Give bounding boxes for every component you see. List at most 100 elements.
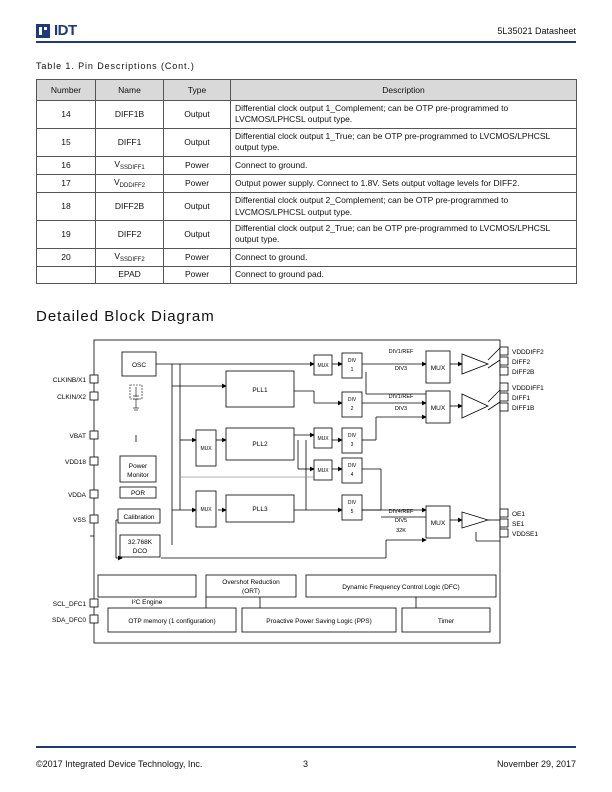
idt-logo: IDT — [36, 22, 77, 39]
mux-div3 — [313, 427, 333, 449]
otp-memory-block — [107, 607, 237, 633]
mux-se1-label: MUX — [431, 520, 446, 527]
timer-label: Timer — [438, 618, 455, 625]
signal-div1-ref-2: DIV1/REF — [389, 394, 414, 400]
pps-block — [241, 607, 397, 633]
pin-name: VSSDIFF1 — [95, 155, 164, 175]
pin-number: 17 — [36, 173, 96, 194]
signal-div3-2: DIV3 — [395, 406, 407, 412]
pin-type: Power — [163, 266, 231, 284]
pin-type: Power — [163, 247, 231, 268]
pin-vddse1: VDDSE1 — [512, 531, 538, 538]
pin-name-subscript: SSDIFF1 — [120, 164, 145, 171]
div4-number: 4 — [351, 472, 354, 478]
pin-type: Output — [163, 220, 231, 249]
pin-type: Output — [163, 192, 231, 221]
block-diagram: CLKINB/X1 CLKIN/X2 VBAT VDD18 VDDA VSS S… — [52, 339, 544, 644]
div3-number: 3 — [351, 442, 354, 448]
osc-block — [121, 351, 157, 377]
mux-div1-label: MUX — [317, 363, 329, 369]
pin-diff1: DIFF1 — [512, 395, 530, 402]
pps-label: Proactive Power Saving Logic (PPS) — [266, 618, 372, 625]
mux-diff2 — [425, 350, 451, 384]
pin-description: Connect to ground. — [230, 155, 577, 175]
dfc-label: Dynamic Frequency Control Logic (DFC) — [342, 584, 459, 591]
pin-diff2: DIFF2 — [512, 359, 530, 366]
div5-label: DIV — [348, 500, 357, 506]
pin-description: Connect to ground pad. — [230, 266, 577, 284]
column-header-name: Name — [95, 79, 164, 101]
footer-page-number: 3 — [303, 759, 309, 769]
pin-description: Connect to ground. — [230, 247, 577, 268]
mux-div3-label: MUX — [317, 436, 329, 442]
mux-diff2-label: MUX — [431, 365, 446, 372]
dfc-block — [305, 574, 497, 598]
div3-label: DIV — [348, 433, 357, 439]
pll2-label: PLL2 — [252, 441, 268, 448]
div1-block — [341, 352, 363, 379]
otp-memory-label: OTP memory (1 configuration) — [128, 618, 215, 625]
div1-label: DIV — [348, 358, 357, 364]
pin-diff1b: DIFF1B — [512, 405, 534, 412]
pin-number: 14 — [36, 100, 96, 129]
pin-type: Power — [163, 173, 231, 194]
logo-text: IDT — [54, 22, 77, 39]
mux-div1 — [313, 354, 333, 376]
div3-block — [341, 427, 363, 454]
pin-vdddiff1: VDDDIFF1 — [512, 385, 544, 392]
dco-label-2: DCO — [133, 548, 147, 555]
pin-clkinb-x1: CLKINB/X1 — [53, 377, 87, 384]
pin-name-subscript: SSDIFF2 — [120, 256, 145, 263]
pin-number — [36, 266, 96, 284]
i2c-engine-block — [97, 574, 197, 598]
footer-copyright: ©2017 Integrated Device Technology, Inc. — [36, 759, 203, 769]
signal-32k: 32K — [396, 528, 406, 534]
div5-block — [341, 494, 363, 521]
pin-vss: VSS — [73, 517, 87, 524]
dco-label-1: 32.768K — [128, 539, 153, 546]
signal-div3-1: DIV3 — [395, 366, 407, 372]
por-label: POR — [131, 490, 145, 497]
pin-name: VDDDIFF2 — [95, 173, 164, 194]
diff1-buffer — [461, 393, 489, 419]
div2-block — [341, 391, 363, 418]
pll3-block — [225, 494, 295, 523]
mux-pll2-label: MUX — [200, 446, 212, 452]
pin-number: 16 — [36, 155, 96, 175]
table-caption: Table 1. Pin Descriptions (Cont.) — [36, 61, 195, 71]
mux-pll3 — [195, 490, 217, 528]
document-title: 5L35021 Datasheet — [497, 26, 576, 36]
pin-name: DIFF2B — [95, 192, 164, 221]
power-monitor-block — [119, 455, 157, 483]
pin-vdddiff2: VDDDIFF2 — [512, 349, 544, 356]
div1-number: 1 — [351, 367, 354, 373]
pin-vdd18: VDD18 — [65, 459, 86, 466]
column-header-description: Description — [230, 79, 577, 101]
diff2-buffer — [461, 353, 490, 375]
pin-number: 20 — [36, 247, 96, 268]
pin-se1: SE1 — [512, 521, 525, 528]
div2-label: DIV — [348, 397, 357, 403]
mux-div4 — [313, 459, 333, 481]
pin-diff2b: DIFF2B — [512, 369, 534, 376]
right-pin-boxes — [499, 346, 509, 538]
se1-buffer — [461, 511, 490, 529]
ort-label-1: Overshot Reduction — [222, 579, 280, 586]
pin-name: DIFF2 — [95, 220, 164, 249]
pin-sda-dfc0: SDA_DFC0 — [52, 617, 86, 624]
mux-pll2 — [195, 429, 217, 467]
pin-description: Differential clock output 2_Complement; … — [230, 192, 577, 221]
pin-name: VSSDIFF2 — [95, 247, 164, 268]
osc-label: OSC — [132, 362, 146, 369]
mux-diff1 — [425, 390, 451, 424]
mux-div4-label: MUX — [317, 468, 329, 474]
ort-label-2: (ORT) — [242, 588, 260, 595]
section-title: Detailed Block Diagram — [36, 308, 215, 325]
column-header-number: Number — [36, 79, 96, 101]
column-header-type: Type — [163, 79, 231, 101]
